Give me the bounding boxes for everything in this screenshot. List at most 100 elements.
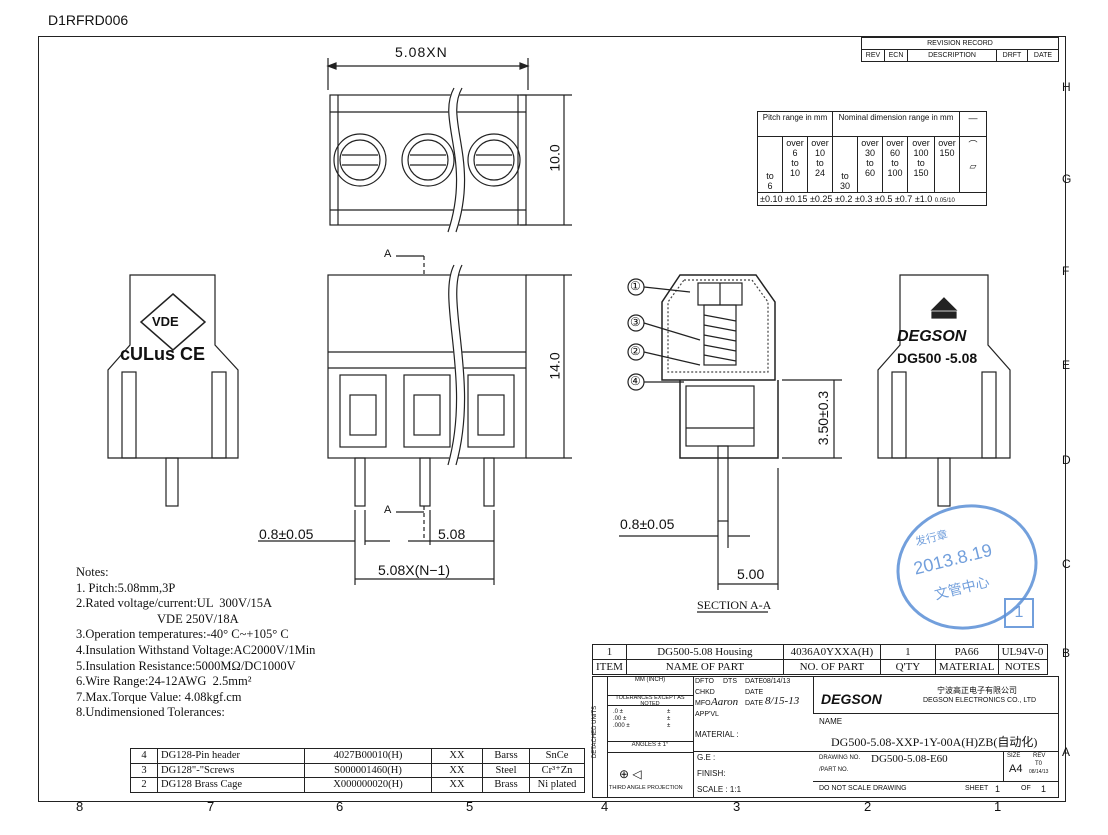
mfo-label: MFO xyxy=(695,700,711,707)
projection-symbol-icon: ⊕ ◁ xyxy=(619,767,642,781)
bom-table-top: 1 DG500-5.08 Housing 4036A0YXXA(H) 1 PA6… xyxy=(592,644,1048,675)
section-a-a-label: SECTION A-A xyxy=(697,598,772,612)
size-value: A4 xyxy=(1009,763,1023,775)
grid-number-1: 1 xyxy=(994,799,1002,814)
finish-label: FINISH: xyxy=(697,769,726,778)
pin-height-label: 3.50±0.3 xyxy=(815,390,832,446)
table-row: 1 DG500-5.08 Housing 4036A0YXXA(H) 1 PA6… xyxy=(592,644,1048,660)
callout-1: ① xyxy=(630,279,641,293)
ul-ce-logo: cULus CE xyxy=(120,344,206,364)
sheet-label: SHEET xyxy=(965,785,989,792)
flatness-header: — xyxy=(959,111,987,137)
section-mark-top: A xyxy=(384,248,392,260)
title-brand: DEGSON xyxy=(821,691,882,707)
tolerance-table: Pitch range in mm Nominal dimension rang… xyxy=(757,111,987,206)
mfo-signature: Aaron xyxy=(711,696,739,708)
grid-number-2: 2 xyxy=(864,799,872,814)
vde-logo: VDE xyxy=(152,314,179,329)
date-value: 08/14/13 xyxy=(763,678,791,685)
grid-letter-b: B xyxy=(1062,646,1071,660)
pin-width-side-label: 0.8±0.05 xyxy=(620,516,675,532)
section-mark-bottom: A xyxy=(384,504,392,516)
chkd-label: CHKD xyxy=(695,689,715,696)
title-block: DETACHED UNITS MM (INCH) TOLERANCES EXCE… xyxy=(592,676,1059,798)
grid-letter-a: A xyxy=(1062,745,1071,759)
scale-label: SCALE : 1:1 xyxy=(697,785,742,794)
grid-number-4: 4 xyxy=(601,799,609,814)
callout-2: ② xyxy=(630,344,641,358)
section-view xyxy=(619,274,842,613)
grid-number-3: 3 xyxy=(733,799,741,814)
pin-offset-label: 5.00 xyxy=(737,566,765,582)
model-label: DG500 -5.08 xyxy=(897,350,978,366)
rev-header: REV xyxy=(861,49,885,62)
symbol-cell: ⌒▱ xyxy=(959,136,987,193)
ge-label: G.E : xyxy=(697,753,716,762)
front-view xyxy=(258,255,572,585)
document-id: D1RFRD006 xyxy=(48,12,129,28)
grid-number-6: 6 xyxy=(336,799,344,814)
of-label: OF xyxy=(1021,785,1031,792)
grid-letter-e: E xyxy=(1062,358,1071,372)
pitch-total-label: 5.08X(N−1) xyxy=(378,562,450,578)
revision-record: REVISION RECORD REV ECN DESCRIPTION DRFT… xyxy=(861,37,1059,62)
top-view xyxy=(326,58,572,234)
tol-rows-2: ±±± xyxy=(667,709,671,729)
height-14-label: 14.0 xyxy=(546,352,563,380)
stamp-box: 1 xyxy=(1004,598,1034,628)
part-no-label: /PART NO. xyxy=(819,767,849,773)
drawing-frame xyxy=(38,36,1066,802)
dfto-label: DFTO xyxy=(695,678,714,685)
grid-number-7: 7 xyxy=(207,799,215,814)
side-view-right xyxy=(877,274,1011,507)
part-name: DG500-5.08-XXP-1Y-00A(H)ZB(自动化) xyxy=(831,735,1038,749)
dfto-value: DTS xyxy=(723,678,737,685)
drft-header: DRFT xyxy=(996,49,1028,62)
drawing-no-label: DRAWING NO. xyxy=(819,755,861,761)
grid-letter-c: C xyxy=(1062,557,1071,571)
grid-number-5: 5 xyxy=(466,799,474,814)
drawing-number: DG500-5.08-E60 xyxy=(871,753,948,765)
size-label: SIZE xyxy=(1007,753,1021,759)
grid-letter-d: D xyxy=(1062,453,1071,467)
projection-label: THIRD ANGLE PROJECTION xyxy=(609,785,683,791)
tol-rows: .0 ±.00 ±.000 ± xyxy=(613,709,630,729)
rev-date: 08/14/13 xyxy=(1029,769,1049,775)
sheet-value: 1 xyxy=(995,784,1001,794)
date-header: DATE xyxy=(1027,49,1059,62)
grid-letter-h: H xyxy=(1062,80,1071,94)
name-label: NAME xyxy=(819,717,843,726)
rev-value: T0 xyxy=(1035,761,1043,767)
mm-inch-label: MM (INCH) xyxy=(607,677,693,696)
dim-range-header: Nominal dimension range in mm xyxy=(832,111,960,137)
date-label-3: DATE xyxy=(745,700,764,707)
tolerance-values-row: ±0.10 ±0.15 ±0.25 ±0.2 ±0.3 ±0.5 ±0.7 ±1… xyxy=(757,192,987,206)
pitch-front-label: 5.08 xyxy=(438,526,466,542)
callout-3: ③ xyxy=(630,315,641,329)
appvl-label: APP'VL xyxy=(695,711,719,718)
date-label: DATE xyxy=(745,678,764,685)
pin-width-front-label: 0.8±0.05 xyxy=(259,526,314,542)
of-value: 1 xyxy=(1041,784,1047,794)
stamp-center-text: 文管中心 xyxy=(932,573,991,603)
detached-units-label: DETACHED UNITS xyxy=(592,705,599,759)
company-en: DEGSON ELECTRONICS CO., LTD xyxy=(923,697,1037,704)
grid-letter-f: F xyxy=(1062,264,1070,278)
stamp-issue-text: 发行章 xyxy=(914,528,950,549)
material-label: MATERIAL : xyxy=(695,730,739,739)
mfo-date: 8/15-13 xyxy=(765,695,800,707)
grid-letter-g: G xyxy=(1062,172,1072,186)
rev-label: REV xyxy=(1033,753,1046,759)
degson-logo-text: DEGSON xyxy=(897,328,967,345)
top-pitch-label: 5.08XN xyxy=(395,44,448,60)
date-label-2: DATE xyxy=(745,689,764,696)
